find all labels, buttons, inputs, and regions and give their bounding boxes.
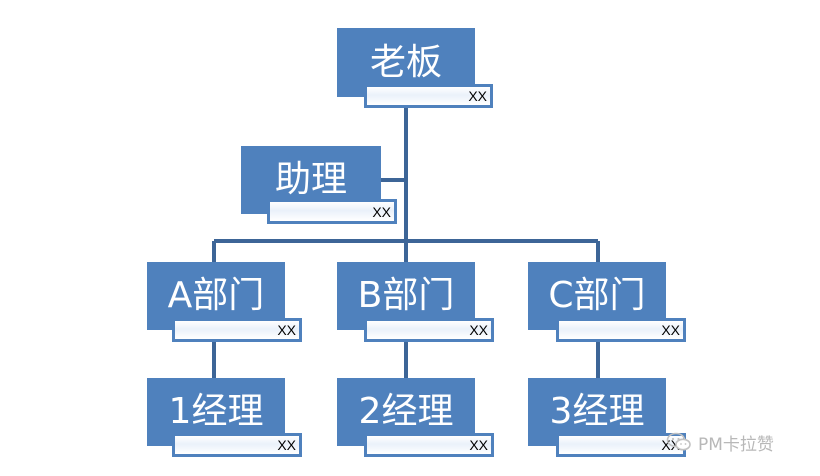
assistant-tag-text: XX [372,204,391,220]
wechat-icon [666,432,691,451]
manager-1-tag-text: XX [277,437,296,453]
watermark: PM卡拉赞 [666,431,774,455]
watermark-text: PM卡拉赞 [698,434,774,455]
manager-3-tag: XX [556,433,686,457]
manager-1-tag: XX [172,433,302,457]
department-c-tag: XX [556,318,686,342]
assistant-tag: XX [267,199,397,224]
department-a-tag-text: XX [277,322,296,338]
boss-tag-text: XX [468,88,487,104]
department-b-tag: XX [364,318,494,342]
department-b-tag-text: XX [469,322,488,338]
boss-tag: XX [364,84,493,108]
manager-2-tag-text: XX [469,437,488,453]
department-a-tag: XX [172,318,302,342]
manager-2-tag: XX [364,433,494,457]
department-c-tag-text: XX [661,322,680,338]
